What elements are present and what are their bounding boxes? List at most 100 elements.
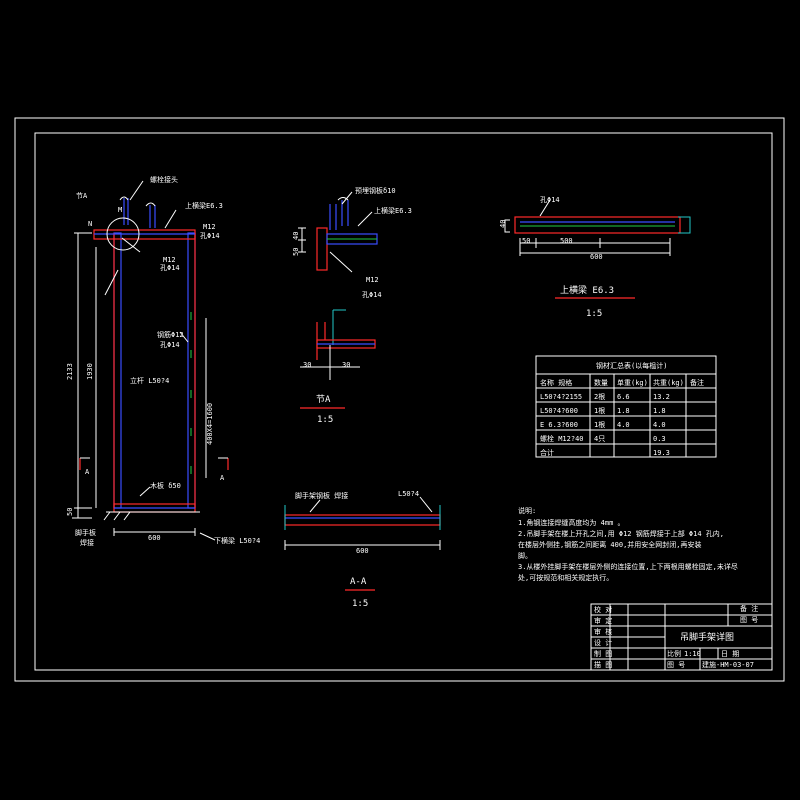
title-block-row-label: 审 核 [594,627,612,636]
table-cell: 0.3 [653,435,666,443]
label-hole14-b: 孔Φ14 [160,264,180,272]
label-hole14-a: 孔Φ14 [200,232,220,240]
inner-frame [34,132,773,671]
node-label-plate: 预埋钢板δ10 [355,186,396,195]
title-block: 校 对审 定审 核设 计制 图描 图 备 注 图 号 吊脚手架详图 比例 1:1… [590,603,773,671]
beam-dim-500: 500 [560,237,573,245]
title-block-row-label: 描 图 [594,660,612,669]
table-header-cell: 单重(kg) [617,378,648,387]
notes-line: 3.从楼外挂脚手架在楼层外侧的连接位置,上下两根用螺栓固定,未详尽 [518,562,738,571]
dim-height: 1930 [86,363,94,380]
left-post [113,232,122,509]
label-m12-b: M12 [163,256,176,264]
beam-dim-600: 600 [590,253,603,261]
dim-width: 600 [148,534,161,542]
table-cell: 合计 [540,448,554,457]
label-post: 立杆 L50?4 [130,376,169,385]
table-cell: 4只 [594,435,605,443]
section-title: A-A [350,577,367,587]
label-top-beam: 上横梁E6.3 [185,201,223,210]
section-label-left: 脚手架钢板 焊接 [295,491,348,500]
table-cell: 2根 [594,392,605,401]
table-cell: 4.0 [653,421,666,429]
section-dim: 600 [356,547,369,555]
notes-line: 1.角钢连接焊缝高度均为 4mm 。 [518,518,625,527]
node-a-circle [106,217,140,251]
label-angle: 脚手板 [75,528,96,537]
table-cell: 螺栓 M12?40 [540,434,584,443]
section-mark-left: A [85,468,90,476]
table-header-cell: 备注 [690,378,704,387]
beam-label-hole: 孔Φ14 [540,196,560,204]
detail-a-scale: 1:5 [317,415,333,425]
table-cell: 1根 [594,406,605,415]
tb-drawing-label: 图 号 [740,616,758,624]
table-cell: 19.3 [653,449,670,457]
node-label-hole: 孔Φ14 [362,291,382,299]
table-cell: 6.6 [617,393,630,401]
beam-scale: 1:5 [586,309,602,319]
label-bottom-beam: 下横梁 L50?4 [214,536,260,545]
beam-dim-side: 40 [499,220,507,228]
table-cell: 4.0 [617,421,630,429]
beam-dim-50: 50 [522,237,530,245]
table-cell: 1根 [594,420,605,429]
table-cell: E 6.3?600 [540,421,578,429]
table-cell: L50?4?2155 [540,393,582,401]
dim-small: 50 [66,508,74,516]
label-m12-a: M12 [203,223,216,231]
table-header-cell: 名称 规格 [540,378,572,387]
tb-remark: 备 注 [740,604,758,613]
tb-num-value: 建施-HM-03-07 [702,660,754,669]
table-cell: 13.2 [653,393,670,401]
detail-a-title: 节A [316,394,331,405]
dim-spacing: 400X4=1600 [206,403,214,445]
tb-num-label: 图 号 [667,661,685,669]
notes: 说明: 1.角钢连接焊缝高度均为 4mm 。 2.吊脚手架在楼上开孔之间,用 Φ1… [518,506,738,582]
label-n: N [88,220,92,228]
material-table: 钢材汇总表(以每榀计) 名称 规格 数量单重(kg) 共重(kg) 备注 L50?4?2… [535,355,717,458]
detail-a-dim-left: 30 [303,361,311,369]
notes-line: 在楼层外侧挂,钢筋之间距离 400,并用安全网封闭,再安装 [518,540,702,549]
section-aa-view: 脚手架钢板 焊接 L50?4 600 A-A 1:5 [284,490,441,609]
drawing-title: 吊脚手架详图 [680,631,734,643]
node-dim-1: 40 [292,232,300,240]
label-weld: 焊接 [80,538,94,547]
table-cell: 1.8 [617,407,630,415]
notes-line: 处,可按规范和相关规定执行。 [518,573,613,582]
label-bolt: 螺栓接头 [150,175,178,184]
label-node-a: 节A [76,192,88,200]
title-block-row-label: 设 计 [594,638,612,647]
table-cell: 1.8 [653,407,666,415]
title-block-row-label: 审 定 [594,616,612,625]
notes-line: 2.吊脚手架在楼上开孔之间,用 Φ12 钢筋焊接于上部 Φ14 孔内, [518,529,724,538]
node-side-view: 预埋钢板δ10 上横梁E6.3 M12 孔Φ14 40 50 [292,186,412,299]
main-elevation-view: 节A M N 螺栓接头 上横梁E6.3 M12 孔Φ14 M12 孔Φ14 钢筋… [66,175,260,547]
label-hole14-c: 孔Φ14 [160,341,180,349]
table-header-cell: 数量 [594,378,608,387]
table-header-cell: 共重(kg) [653,378,684,387]
tb-scale-label: 比例 [667,649,681,658]
outer-frame [14,117,785,682]
table-title: 钢材汇总表(以每榀计) [596,361,667,370]
top-beam-view: 孔Φ14 50 500 600 40 上横梁 E6.3 1:5 [499,196,691,319]
label-m: M [118,206,122,214]
node-label-m12: M12 [366,276,379,284]
dim-total-height: 2133 [66,363,74,380]
notes-line: 脚。 [518,551,532,560]
table-cell: L50?4?600 [540,407,578,415]
section-scale: 1:5 [352,599,368,609]
label-rebar: 钢筋Φ12 [157,330,184,339]
node-label-beam: 上横梁E6.3 [374,206,412,215]
tb-scale-value: 1:10 [684,650,701,658]
section-label-right: L50?4 [398,490,419,498]
notes-title: 说明: [518,506,536,515]
title-block-row-label: 制 图 [594,649,612,658]
section-mark-right: A [220,474,225,482]
label-board: 木板 δ50 [150,481,181,490]
title-block-row-label: 校 对 [594,605,612,614]
detail-a-view: 30 30 节A 1:5 [300,309,376,425]
beam-title: 上横梁 E6.3 [560,284,614,296]
node-dim-2: 50 [292,248,300,256]
